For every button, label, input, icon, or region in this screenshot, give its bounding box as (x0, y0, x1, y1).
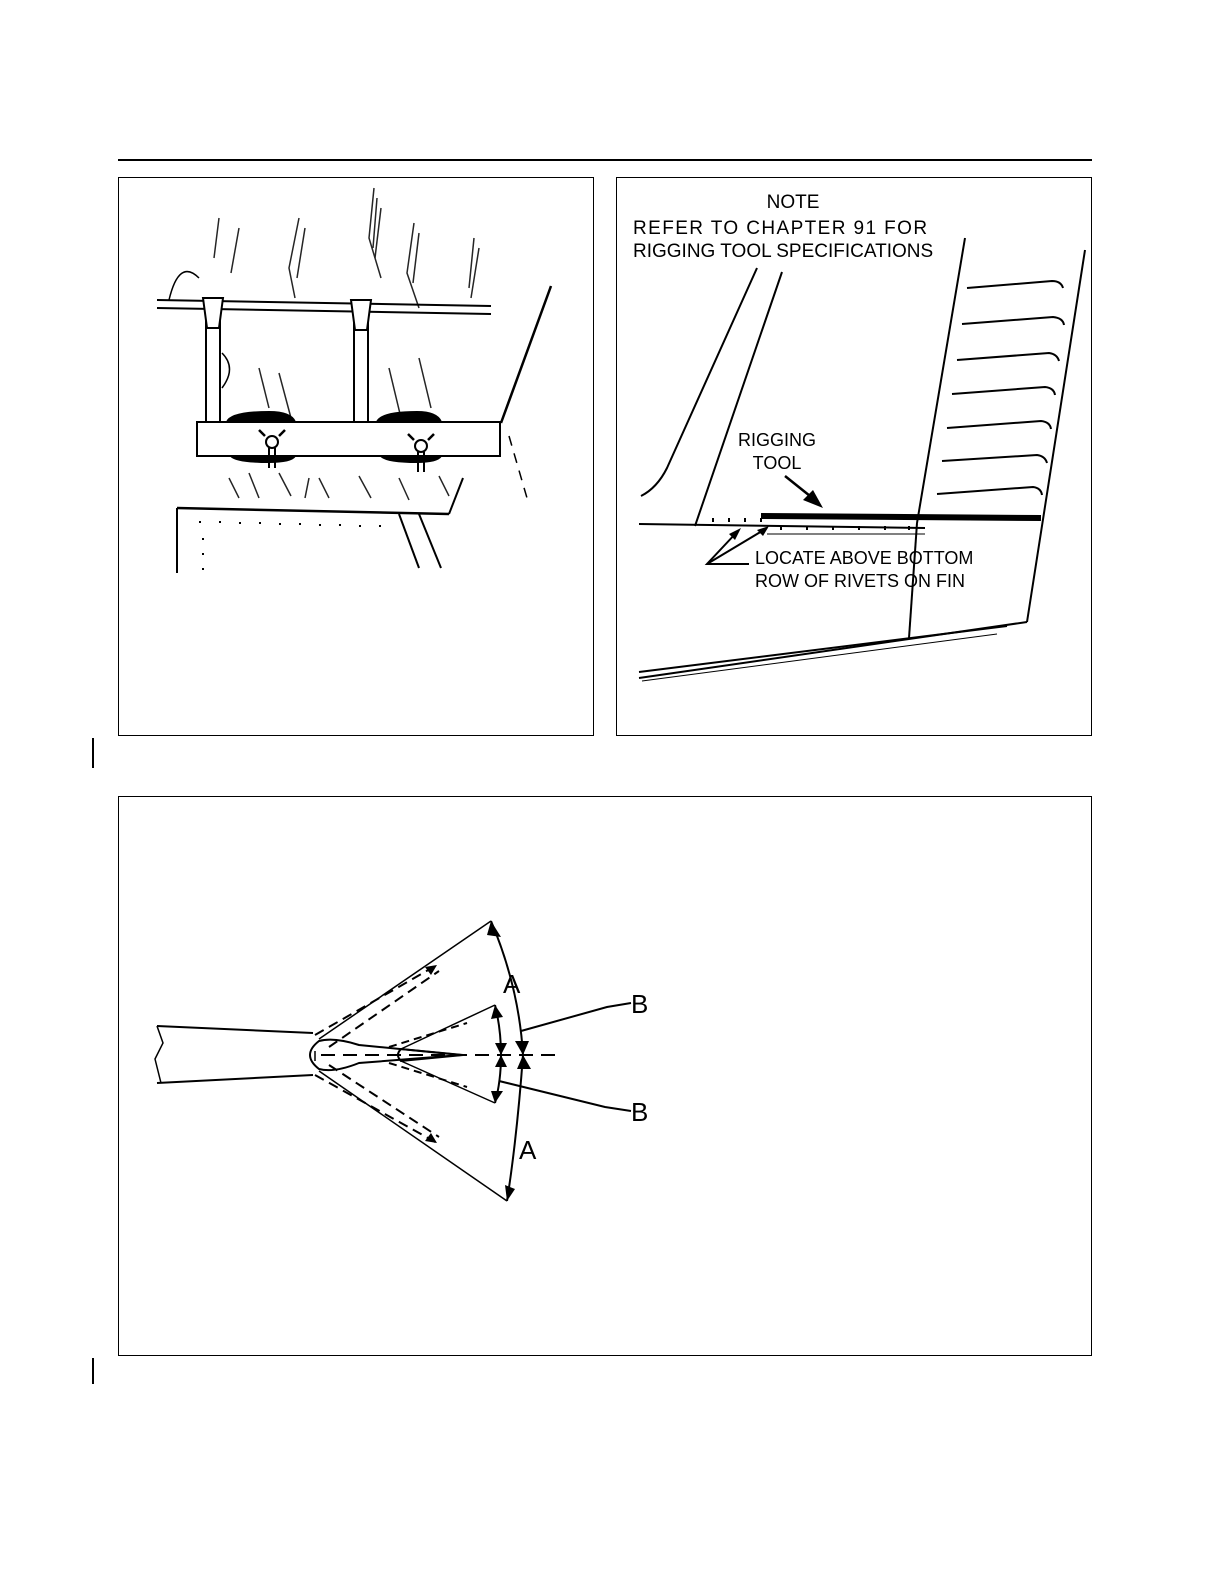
fixture-illustration (119, 178, 595, 737)
deflection-diagram: A A B B (119, 797, 1093, 1357)
panel-deflection-diagram: A A B B (118, 796, 1092, 1356)
locate-label-line-2: ROW OF RIVETS ON FIN (755, 571, 965, 591)
change-bar (92, 738, 94, 768)
angle-b-label-lower: B (631, 1097, 648, 1127)
change-bar (92, 1358, 94, 1384)
rigging-tool-label-line-1: RIGGING (738, 430, 816, 450)
panel-rigging-tool: NOTE REFER TO CHAPTER 91 FOR RIGGING TOO… (616, 177, 1092, 736)
locate-label-line-1: LOCATE ABOVE BOTTOM (755, 548, 973, 568)
note-heading: NOTE (767, 192, 820, 213)
header-rule (118, 159, 1092, 161)
note-line-1: REFER TO CHAPTER 91 FOR (633, 218, 928, 239)
angle-b-label-upper: B (631, 989, 648, 1019)
rigging-tool-illustration: NOTE REFER TO CHAPTER 91 FOR RIGGING TOO… (617, 178, 1093, 737)
angle-a-label-upper: A (503, 969, 521, 999)
rigging-tool-label-line-2: TOOL (753, 453, 802, 473)
angle-a-label-lower: A (519, 1135, 537, 1165)
note-line-2: RIGGING TOOL SPECIFICATIONS (633, 241, 933, 262)
panel-fixture-illustration (118, 177, 594, 736)
